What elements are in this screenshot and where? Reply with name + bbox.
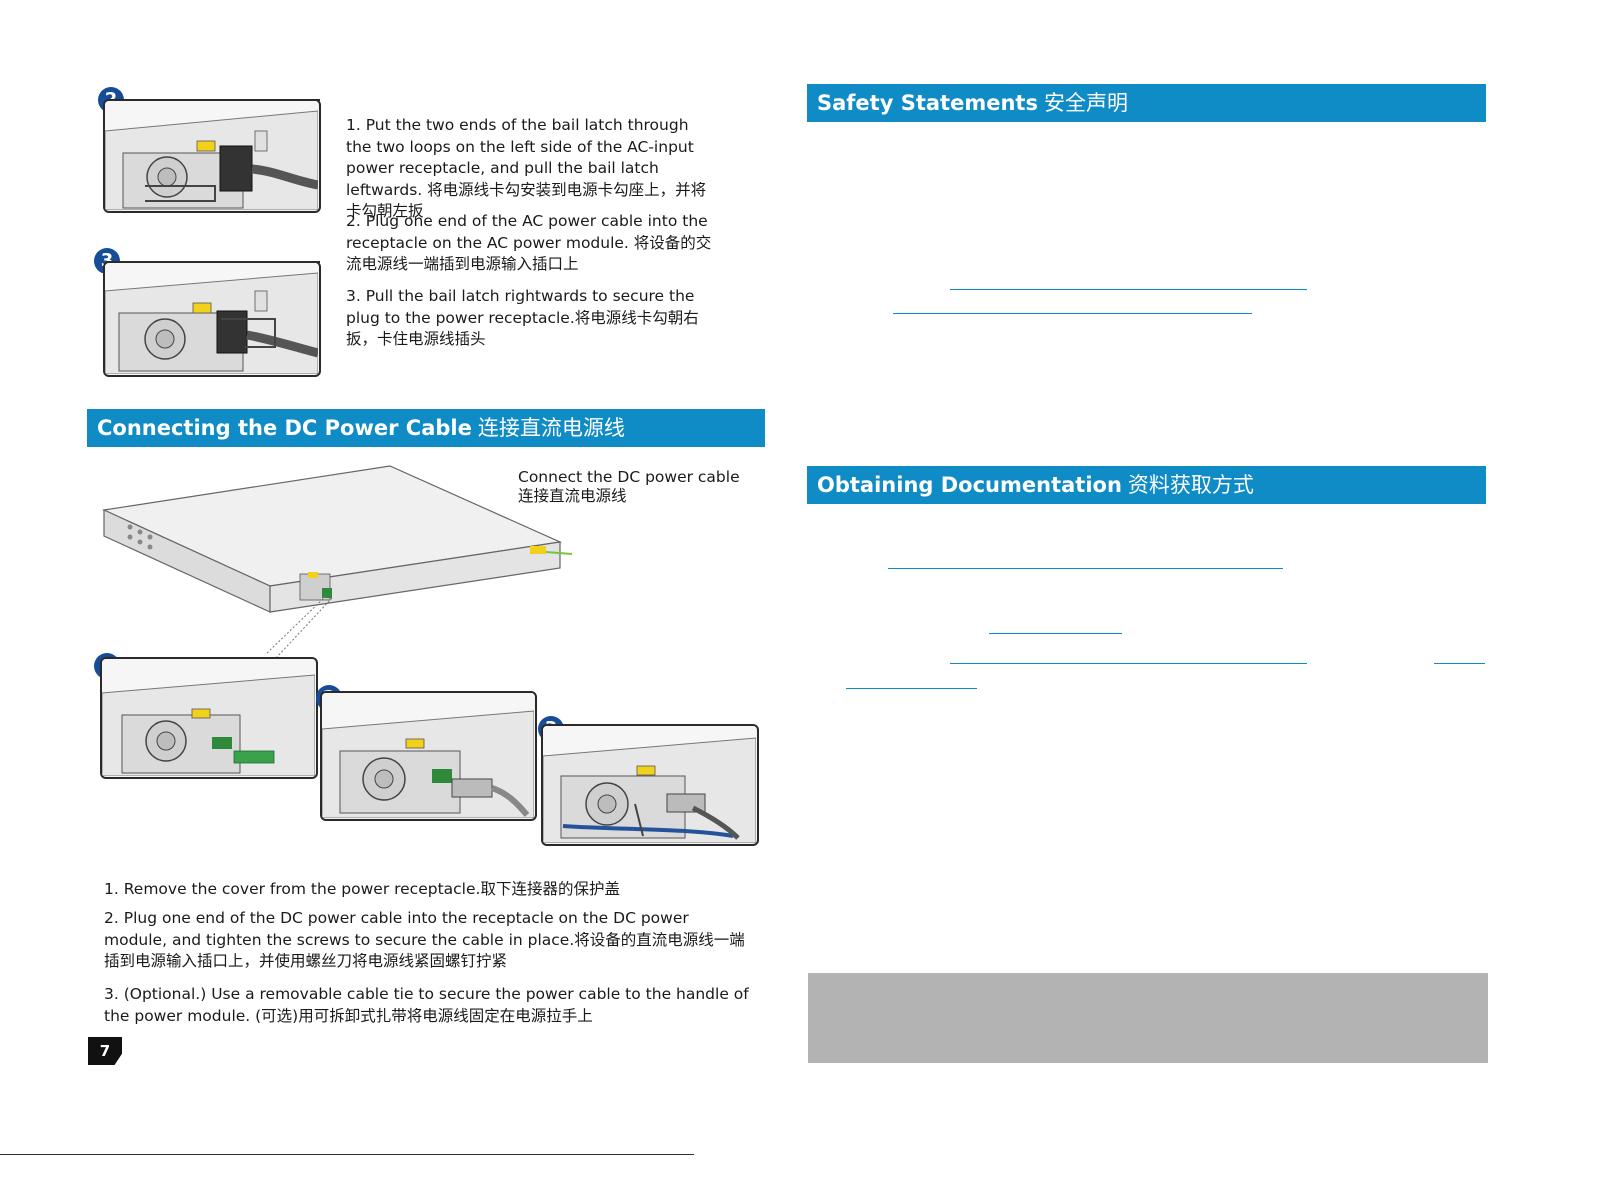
hyperlink-underline[interactable]	[950, 663, 1307, 664]
bottom-divider	[0, 1154, 694, 1155]
hyperlink-underline[interactable]	[950, 289, 1307, 290]
hyperlink-underline[interactable]	[888, 568, 1283, 569]
ac-module-drawing	[105, 101, 318, 210]
dc-step-1: 1. Remove the cover from the power recep…	[104, 880, 620, 898]
hyperlink-underline[interactable]	[1434, 663, 1485, 664]
ac-step-1: 1. Put the two ends of the bail latch th…	[346, 116, 707, 220]
dc-illustration-step-2	[320, 691, 537, 821]
section-title-zh: 安全声明	[1043, 91, 1128, 115]
section-title-en: Safety Statements	[817, 91, 1038, 115]
hyperlink-underline[interactable]	[989, 633, 1122, 634]
section-title-en: Connecting the DC Power Cable	[97, 416, 472, 440]
dc-module-drawing	[102, 659, 315, 776]
dc-step-3: 3. (Optional.) Use a removable cable tie…	[104, 985, 749, 1025]
dc-illustration-caption-en: Connect the DC power cable	[518, 468, 740, 486]
dc-illustration-step-3	[541, 724, 759, 846]
section-title-zh: 连接直流电源线	[477, 416, 625, 440]
ac-step-3: 3. Pull the bail latch rightwards to sec…	[346, 287, 699, 348]
dc-module-drawing	[543, 726, 756, 843]
hyperlink-underline[interactable]	[893, 313, 1252, 314]
ac-step-2: 2. Plug one end of the AC power cable in…	[346, 212, 712, 273]
ac-illustration-step-2	[103, 99, 321, 213]
dc-illustration-caption-zh: 连接直流电源线	[518, 487, 627, 505]
section-title-en: Obtaining Documentation	[817, 473, 1122, 497]
ac-module-drawing	[105, 263, 318, 374]
dc-chassis-illustration	[100, 462, 580, 662]
page-number: 7	[88, 1037, 122, 1065]
hyperlink-underline[interactable]	[846, 688, 977, 689]
dc-step-2: 2. Plug one end of the DC power cable in…	[104, 909, 745, 970]
footer-gray-panel	[808, 973, 1488, 1063]
section-title-zh: 资料获取方式	[1127, 473, 1254, 497]
ac-illustration-step-3	[103, 261, 321, 377]
dc-illustration-step-1	[100, 657, 318, 779]
dc-module-drawing	[322, 693, 534, 818]
